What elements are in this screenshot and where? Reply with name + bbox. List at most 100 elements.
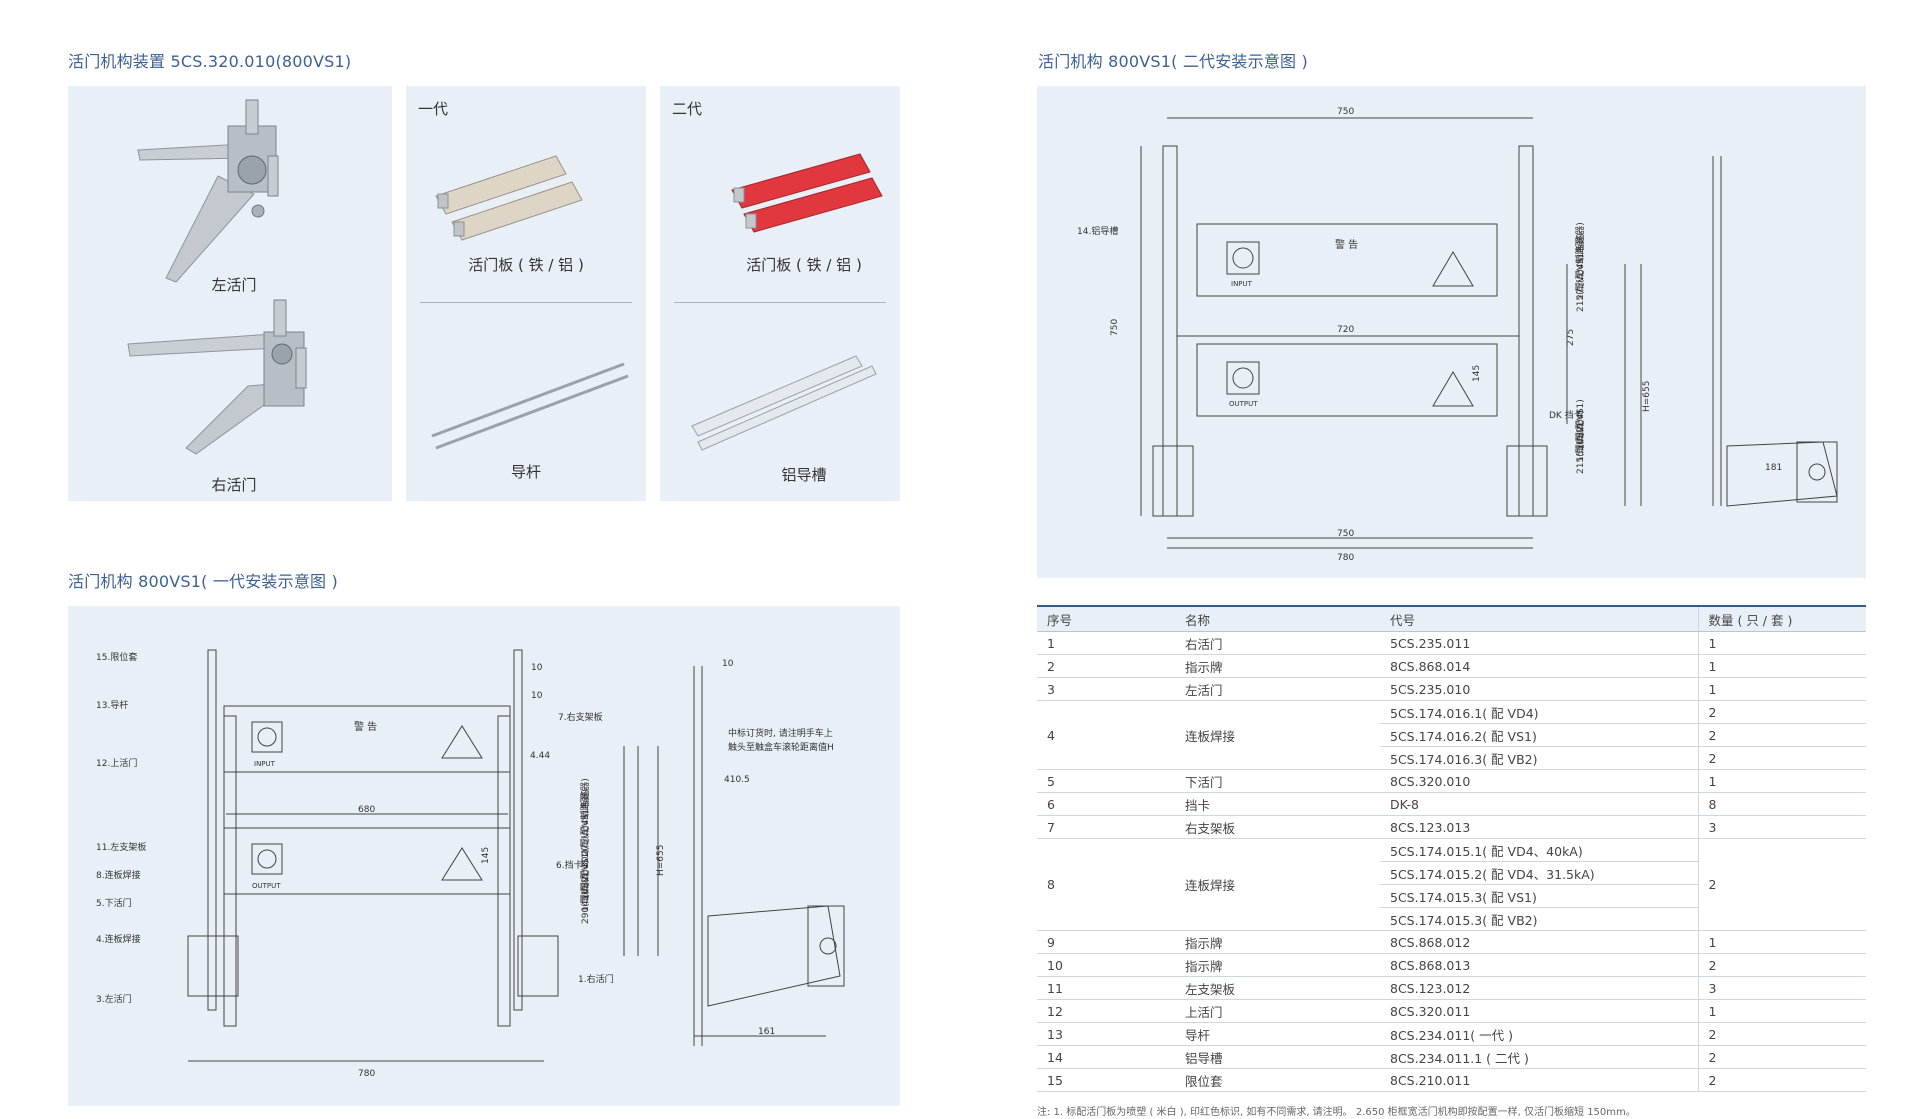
gen2-illustrations [691,153,883,451]
cell-no: 2 [1037,654,1175,678]
gen2-vdim-3: 165(配VS1) [1575,399,1586,450]
gen1-callout-8: 8.连板焊接 [96,869,141,881]
cell-code: 5CS.174.016.3( 配 VB2) [1380,746,1698,770]
gen1-dim-side-depth: 161 [758,1027,775,1037]
gen1-illustrations [431,155,629,450]
cell-name: 上活门 [1175,999,1380,1023]
gen2-vdim-1: 275(配VS1断路器) [1574,222,1586,300]
gen2-dim-bottom-b: 780 [1337,553,1354,563]
cell-code: DK-8 [1380,792,1698,816]
cell-name: 左支架板 [1175,976,1380,1000]
cell-qty: 2 [1697,838,1866,931]
cell-code: 8CS.210.011 [1380,1068,1698,1092]
cell-no: 12 [1037,999,1175,1023]
gen1-callout-7: 7.右支架板 [558,711,603,723]
cell-code: 5CS.174.015.2( 配 VD4、31.5kA) [1380,861,1698,885]
gen1-callout-6: 6.挡卡 [556,859,583,871]
gen1-installation-drawing: 15.限位套 13.导杆 12.上活门 11.左支架板 8.连板焊接 5.下活门… [96,649,845,1079]
cell-code: 5CS.235.010 [1380,677,1698,701]
gen1-side-note-1: 中标订货时, 请注明手车上 [728,727,833,739]
cell-name: 左活门 [1175,677,1380,701]
cell-qty: 1 [1697,654,1866,678]
gen2-dim-top: 750 [1337,107,1354,117]
gen2-warning-title: 警 告 [1335,238,1358,251]
cell-qty: 2 [1697,1022,1866,1046]
caption-gen2-plate: 活门板 ( 铁 / 铝 ) [746,256,862,274]
cell-qty: 2 [1697,1068,1866,1092]
gen1-guide-rods [431,362,629,450]
parts-table-header: 序号 名称 代号 数量 ( 只 / 套 ) [1037,605,1866,632]
cell-qty: 8 [1697,792,1866,816]
cell-name: 铝导槽 [1175,1045,1380,1069]
gen2-heading: 二代 [672,100,703,118]
gen1-vdim-3: 165(配VS1) [580,849,591,900]
cell-qty: 3 [1697,976,1866,1000]
cell-qty: 2 [1697,746,1866,770]
cell-no: 15 [1037,1068,1175,1092]
cell-no: 1 [1037,631,1175,655]
gen1-callout-4: 4.连板焊接 [96,933,141,945]
caption-aluminium-channel: 铝导槽 [781,466,827,484]
cell-code: 8CS.320.011 [1380,999,1698,1023]
cell-qty: 1 [1697,999,1866,1023]
cell-qty: 2 [1697,700,1866,724]
gen2-dim-h: H=655 [1642,381,1652,413]
cell-qty: 1 [1697,631,1866,655]
header-code: 代号 [1380,605,1698,632]
cell-no: 13 [1037,1022,1175,1046]
table-row: 5CS.174.015.3( 配 VS1) [1037,884,1866,908]
gen1-callout-11: 11.左支架板 [96,841,146,853]
cell-code: 8CS.234.011.1 ( 二代 ) [1380,1045,1698,1069]
cell-code: 5CS.174.015.1( 配 VD4、40kA) [1380,838,1698,862]
cell-no: 8 [1037,838,1175,931]
cell-name: 右支架板 [1175,815,1380,839]
cell-name: 连板焊接 [1175,838,1380,931]
cell-code: 8CS.868.013 [1380,953,1698,977]
gen2-vdim-2: 215(配VD4断路器) [1574,233,1586,312]
cell-qty: 2 [1697,953,1866,977]
table-row: 5CS.174.015.2( 配 VD4、31.5kA) [1037,861,1866,885]
gen2-vdim-5: 215(配VB2) [1575,423,1586,474]
cell-qty: 1 [1697,677,1866,701]
cell-qty: 1 [1697,769,1866,793]
cell-code: 5CS.174.015.3( 配 VS1) [1380,884,1698,908]
table-row: 5CS.174.016.3( 配 VB2)2 [1037,746,1866,770]
gen1-dim-top-a: 10 [531,663,543,673]
cell-no: 6 [1037,792,1175,816]
cell-qty: 3 [1697,815,1866,839]
gen1-callout-12: 12.上活门 [96,757,137,769]
cell-no: 14 [1037,1045,1175,1069]
table-row: 5CS.174.015.3( 配 VB2) [1037,907,1866,931]
cell-name: 右活门 [1175,631,1380,655]
gen2-installation-drawing: 14.铝导槽 DK 挡卡 750 720 275 145 750 780 750… [1077,107,1838,563]
gen1-shutter-plates [435,155,583,241]
gen2-dim-145: 145 [1472,365,1482,382]
gen2-aluminium-channels [691,355,877,451]
cell-no: 3 [1037,677,1175,701]
gen1-dim-overall: 780 [358,1069,375,1079]
cell-code: 5CS.174.015.3( 配 VB2) [1380,907,1698,931]
cell-name: 指示牌 [1175,654,1380,678]
gen1-callout-13: 13.导杆 [96,699,128,711]
gen1-vdim-5: 290(配VB2) [580,873,591,924]
gen2-output-label: OUTPUT [1229,400,1258,408]
gen1-dim-width: 680 [358,805,375,815]
gen1-vdim-2: 300(配VD4断路器) [579,789,591,868]
cell-name: 连板焊接 [1175,700,1380,770]
gen1-dim-spacing: 4.44 [530,751,550,761]
cell-code: 8CS.868.014 [1380,654,1698,678]
gen2-dim-inner: 720 [1337,325,1354,335]
table-row: 5CS.174.016.2( 配 VS1)2 [1037,723,1866,747]
cell-no: 9 [1037,930,1175,954]
footnote: 注: 1. 标配活门板为喷塑 ( 米白 ), 印红色标识, 如有不同需求, 请注… [1037,1107,1636,1118]
caption-right-shutter: 右活门 [211,476,257,494]
